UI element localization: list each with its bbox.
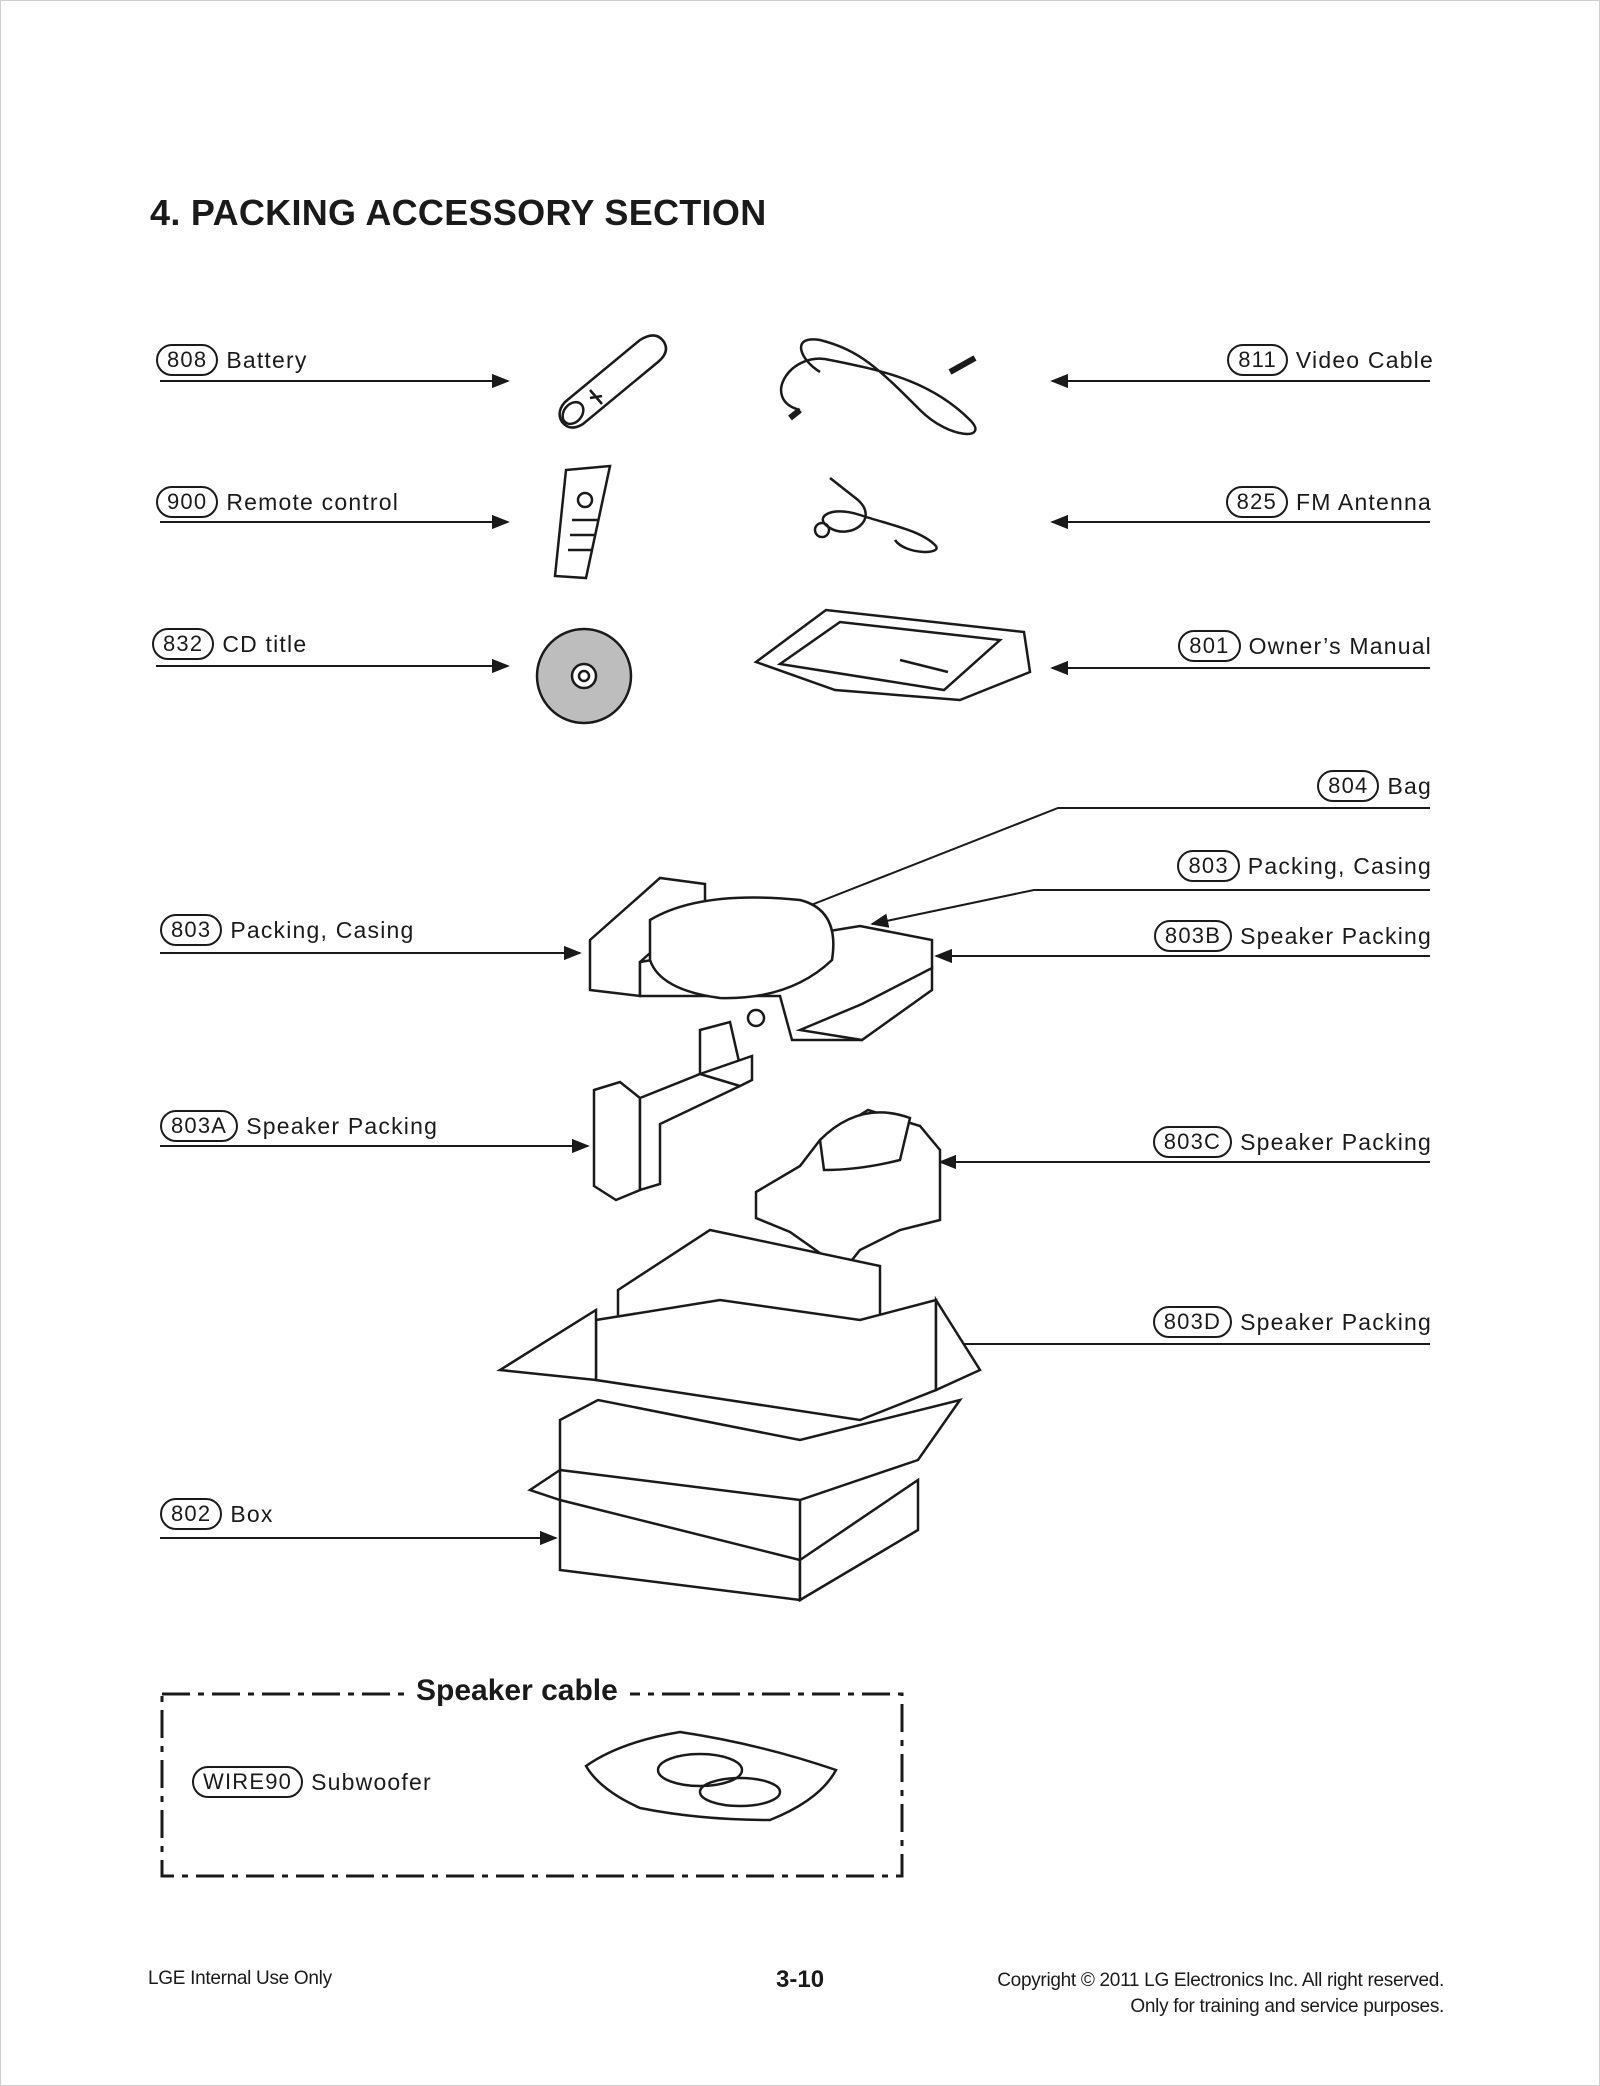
speaker-packing-c-illustration: [754, 1108, 942, 1272]
fm-antenna-icon: [813, 477, 938, 554]
part-name: FM Antenna: [1295, 488, 1432, 515]
part-code: 825: [1225, 486, 1288, 518]
footer-internal-note: LGE Internal Use Only: [148, 1968, 332, 1989]
part-code: 803C: [1152, 1126, 1233, 1158]
part-code: 803: [1177, 850, 1240, 882]
page-number: 3-10: [776, 1966, 825, 1993]
video-cable-icon: [779, 338, 977, 436]
part-code: 803B: [1153, 920, 1233, 952]
label-remote: 900 Remote control: [156, 486, 399, 518]
label-speaker-packing-d: 803D Speaker Packing: [1152, 1306, 1432, 1338]
part-name: Speaker Packing: [1240, 1128, 1432, 1155]
part-code: 804: [1317, 770, 1380, 802]
label-fm-antenna: 825 FM Antenna: [1225, 486, 1432, 518]
speaker-cable-title: Speaker cable: [404, 1674, 630, 1708]
part-name: Subwoofer: [311, 1768, 432, 1795]
label-owners-manual: 801 Owner’s Manual: [1178, 630, 1432, 662]
part-name: Bag: [1387, 772, 1432, 799]
part-code: 900: [156, 486, 219, 518]
packing-casing-illustration: [588, 876, 934, 1042]
label-speaker-packing-b: 803B Speaker Packing: [1153, 920, 1432, 952]
part-name: Speaker Packing: [1240, 1308, 1432, 1335]
label-cd-title: 832 CD title: [152, 628, 307, 660]
part-code: 832: [152, 628, 215, 660]
part-name: Remote control: [226, 488, 400, 515]
part-name: Packing, Casing: [230, 916, 415, 943]
part-name: Speaker Packing: [246, 1112, 439, 1139]
part-code: 803A: [160, 1110, 239, 1142]
part-code: 802: [160, 1498, 223, 1530]
part-name: Packing, Casing: [1247, 852, 1432, 879]
part-code: 803: [160, 914, 223, 946]
label-subwoofer-wire: WIRE90 Subwoofer: [192, 1766, 432, 1798]
subwoofer-wire-icon: [584, 1730, 838, 1822]
leader-line: [870, 889, 1430, 928]
label-bag: 804 Bag: [1317, 770, 1432, 802]
part-name: CD title: [222, 630, 308, 657]
part-code: 801: [1178, 630, 1241, 662]
part-name: Video Cable: [1295, 346, 1434, 373]
battery-icon: [558, 334, 668, 429]
part-code: WIRE90: [192, 1766, 304, 1798]
label-speaker-packing-a: 803A Speaker Packing: [160, 1110, 438, 1142]
part-name: Box: [230, 1500, 274, 1527]
owners-manual-icon: [753, 608, 1032, 702]
label-packing-casing-left: 803 Packing, Casing: [160, 914, 415, 946]
copyright-line-1: Copyright © 2011 LG Electronics Inc. All…: [997, 1970, 1444, 1991]
label-speaker-packing-c: 803C Speaker Packing: [1152, 1126, 1432, 1158]
box-illustration: [496, 1228, 982, 1603]
part-name: Battery: [226, 346, 308, 373]
label-video-cable: 811 Video Cable: [1227, 344, 1434, 376]
part-code: 808: [156, 344, 219, 376]
label-box: 802 Box: [160, 1498, 274, 1530]
part-name: Speaker Packing: [1240, 922, 1432, 949]
label-packing-casing-right: 803 Packing, Casing: [1177, 850, 1432, 882]
cd-disc-icon: [535, 627, 633, 725]
speaker-packing-a-illustration: [592, 1020, 754, 1202]
part-code: 803D: [1152, 1306, 1233, 1338]
footer-copyright: Copyright © 2011 LG Electronics Inc. All…: [997, 1968, 1444, 2020]
remote-control-icon: [553, 464, 612, 580]
label-battery: 808 Battery: [156, 344, 308, 376]
part-code: 811: [1227, 344, 1288, 376]
section-title: 4. PACKING ACCESSORY SECTION: [150, 192, 767, 233]
leader-line: [776, 807, 1430, 919]
copyright-line-2: Only for training and service purposes.: [1130, 1996, 1444, 2017]
part-name: Owner’s Manual: [1248, 632, 1432, 659]
